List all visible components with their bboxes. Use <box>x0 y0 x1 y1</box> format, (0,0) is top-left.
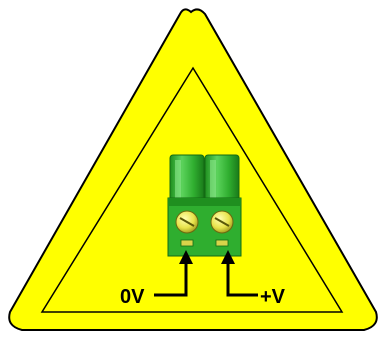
screw-icon <box>211 211 233 233</box>
terminal-block-icon <box>168 155 241 256</box>
screw-icon <box>176 211 198 233</box>
label-0v: 0V <box>120 286 145 308</box>
label-plus-v: +V <box>260 286 286 308</box>
